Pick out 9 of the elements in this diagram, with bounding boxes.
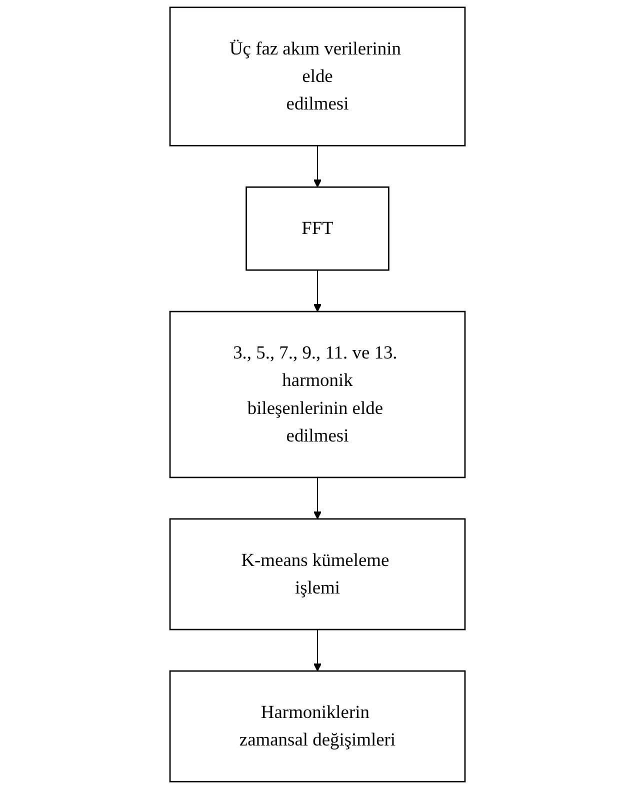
node-box: Üç faz akım verilerinin elde edilmesi — [169, 6, 466, 146]
node-box: Harmoniklerin zamansal değişimleri — [169, 670, 466, 782]
node-box: FFT — [246, 186, 390, 271]
node-box: 3., 5., 7., 9., 11. ve 13. harmonik bileşenlerinin elde edilmesi — [169, 310, 466, 478]
arrow — [313, 477, 322, 520]
arrow — [313, 270, 322, 312]
node-box: K-means kümeleme işlemi — [169, 518, 466, 630]
arrow — [313, 145, 322, 188]
arrow — [313, 629, 322, 672]
